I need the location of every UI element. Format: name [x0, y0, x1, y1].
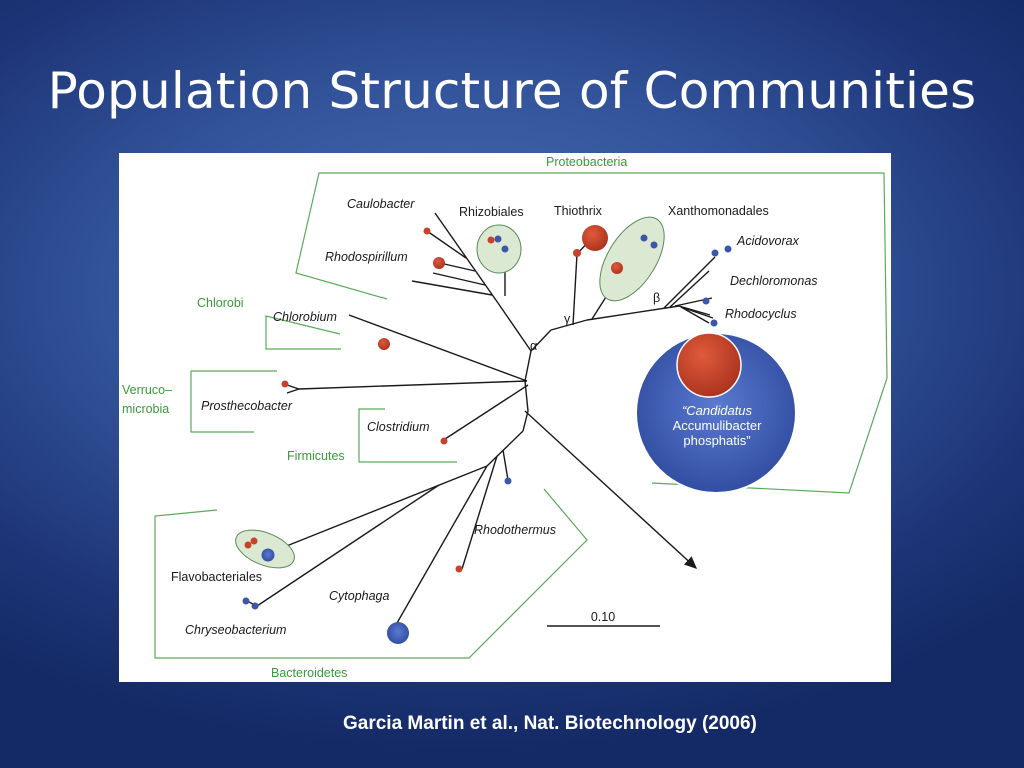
candidatus-bubble: [635, 332, 797, 494]
rhizobiales-ellipse: [476, 224, 522, 274]
node-xanthomonadales-2: [650, 241, 658, 249]
node-rhizobiales-3: [501, 245, 509, 253]
node-rhodospirillum: [433, 257, 445, 269]
proteobacteria-bracket: [295, 172, 888, 494]
label-acidovorax: Acidovorax: [736, 234, 800, 248]
citation: Garcia Martin et al., Nat. Biotechnology…: [343, 713, 757, 734]
label-clostridium: Clostridium: [367, 420, 430, 434]
label-xanthomonadales: Xanthomonadales: [668, 204, 769, 218]
bubble-line-1: “Candidatus: [682, 403, 753, 418]
verrucomicrobia-bracket: [190, 370, 277, 433]
bubble-line-2: Accumulibacter: [673, 418, 763, 433]
label-bacteroidetes: Bacteroidetes: [271, 666, 347, 680]
candidatus-red-node: [676, 332, 742, 398]
node-flavobacteriales-3: [261, 548, 275, 562]
node-xanthomonadales-1: [640, 234, 648, 242]
label-chryseobacterium: Chryseobacterium: [185, 623, 286, 637]
label-rhizobiales: Rhizobiales: [459, 205, 524, 219]
label-dechloromonas: Dechloromonas: [730, 274, 818, 288]
node-clostridium: [440, 437, 448, 445]
firmicutes-bracket: [358, 408, 457, 463]
node-prosthecobacter: [281, 380, 289, 388]
label-rhodocyclus: Rhodocyclus: [725, 307, 797, 321]
label-firmicutes: Firmicutes: [287, 449, 345, 463]
label-caulobacter: Caulobacter: [347, 197, 415, 211]
beta-label: β: [653, 291, 660, 305]
node-rhodothermus: [504, 477, 512, 485]
node-thiothrix-small: [573, 249, 581, 257]
label-flavobacteriales: Flavobacteriales: [171, 570, 262, 584]
node-acidovorax-1: [724, 245, 732, 253]
flavobacteriales-ellipse: [235, 529, 295, 569]
bacteroidetes-bracket: [154, 488, 588, 659]
phylogenetic-tree-figure: “Candidatus Accumulibacter phosphatis” 0…: [119, 153, 891, 682]
label-rhodothermus: Rhodothermus: [474, 523, 556, 537]
label-rhodospirillum: Rhodospirillum: [325, 250, 408, 264]
node-cytophaga-blue: [387, 622, 409, 644]
node-rhizobiales-1: [487, 236, 495, 244]
label-verrucomicrobia-2: microbia: [122, 402, 169, 416]
node-flavobacteriales-1: [244, 541, 252, 549]
slide-title: Population Structure of Communities: [47, 62, 977, 120]
node-thiothrix-large: [582, 225, 608, 251]
node-rhodocyclus-1: [702, 297, 710, 305]
label-cytophaga: Cytophaga: [329, 589, 390, 603]
chlorobi-bracket: [265, 315, 341, 350]
node-cytophaga-red: [455, 565, 463, 573]
label-thiothrix: Thiothrix: [554, 204, 603, 218]
label-chlorobium: Chlorobium: [273, 310, 337, 324]
label-verrucomicrobia-1: Verruco–: [122, 383, 172, 397]
label-chlorobi: Chlorobi: [197, 296, 244, 310]
node-chlorobium: [378, 338, 390, 350]
node-rhizobiales-2: [494, 235, 502, 243]
scale-label: 0.10: [591, 610, 615, 624]
alpha-label: α: [530, 339, 537, 353]
xanthomonadales-ellipse: [599, 216, 665, 302]
node-rhodocyclus-2: [710, 319, 718, 327]
node-chryseobacterium-1: [242, 597, 250, 605]
gamma-label: γ: [564, 312, 571, 326]
node-caulobacter: [423, 227, 431, 235]
label-proteobacteria: Proteobacteria: [546, 155, 627, 169]
bubble-line-3: phosphatis”: [683, 433, 750, 448]
node-acidovorax-2: [711, 249, 719, 257]
node-xanthomonadales-3: [611, 262, 623, 274]
label-prosthecobacter: Prosthecobacter: [201, 399, 293, 413]
node-flavobacteriales-2: [250, 537, 258, 545]
node-chryseobacterium-2: [251, 602, 259, 610]
